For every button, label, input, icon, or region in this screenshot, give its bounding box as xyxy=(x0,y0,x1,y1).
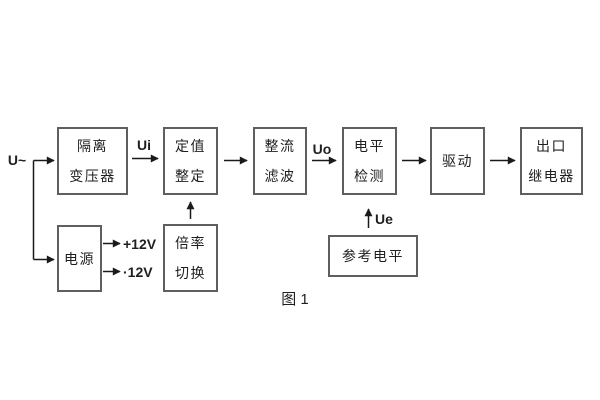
label-uo: Uo xyxy=(312,141,332,157)
box-level-detector: 电平 检测 xyxy=(342,127,397,195)
box-driver: 驱动 xyxy=(430,127,485,195)
box-ratio-switch: 倍率 切换 xyxy=(163,224,218,292)
figure-caption: 图 1 xyxy=(281,291,309,308)
label-rail-pos12v: +12V xyxy=(123,236,157,252)
label-rail-neg12v: ·12V xyxy=(123,264,153,280)
box-reference-level: 参考电平 xyxy=(328,235,418,277)
box-setting-adjust: 定值 整定 xyxy=(163,127,218,195)
label-input-voltage: U~ xyxy=(7,152,27,168)
box-power-supply: 电源 xyxy=(57,225,102,292)
box-output-relay: 出口 继电器 xyxy=(520,127,583,195)
box-rectifier-filter: 整流 滤波 xyxy=(253,127,307,195)
label-ue: Ue xyxy=(375,211,393,227)
label-ui: Ui xyxy=(137,137,151,153)
box-isolation-transformer: 隔离 变压器 xyxy=(57,127,128,195)
